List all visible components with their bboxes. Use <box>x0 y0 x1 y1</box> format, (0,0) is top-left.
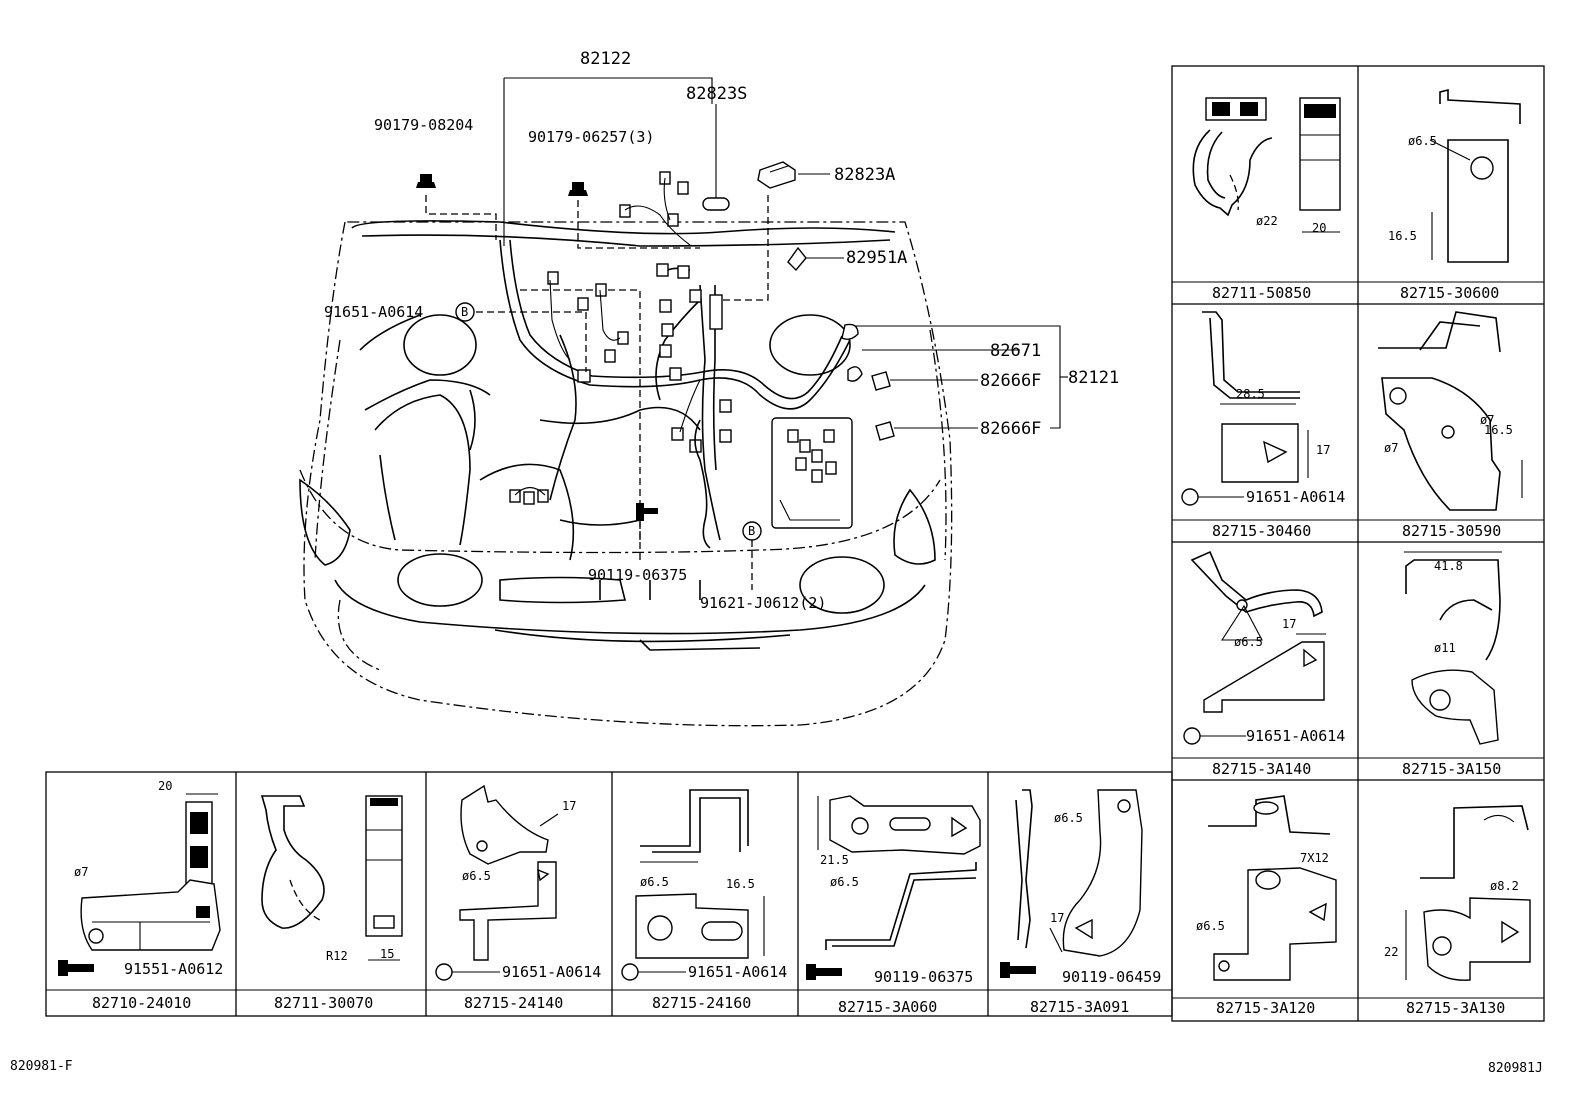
caption-82715-3A060: 82715-3A060 <box>838 998 937 1016</box>
dim-2-0: 28.5 <box>1236 387 1265 401</box>
connector-icons <box>509 171 732 505</box>
caption-82715-30600: 82715-30600 <box>1400 284 1499 302</box>
part-cell-82715-24160: ø6.5 16.5 91651-A0614 82715-24160 <box>621 789 787 1012</box>
dim-7-0: ø8.2 <box>1490 879 1519 893</box>
label-82122: 82122 <box>580 49 631 69</box>
footer-left-code: 820981-F <box>10 1059 73 1074</box>
dim-5-0: 41.8 <box>1434 559 1463 573</box>
caption-82715-3A140: 82715-3A140 <box>1212 760 1311 778</box>
caption-82711-30070: 82711-30070 <box>274 994 373 1012</box>
dim-b0-1: ø7 <box>74 865 88 879</box>
fastener-82710-24010: 91551-A0612 <box>124 960 223 978</box>
label-82951A: 82951A <box>846 248 907 268</box>
dim-b3-0: ø6.5 <box>640 875 669 889</box>
fastener-82715-24160: 91651-A0614 <box>688 963 787 981</box>
label-82823S: 82823S <box>686 84 747 104</box>
part-cell-82715-30600: ø6.5 16.5 82715-30600 <box>1388 88 1521 302</box>
label-82666F-lower: 82666F <box>980 419 1041 439</box>
main-labels: 82122 82823S 90179-08204 90179-06257(3) … <box>324 49 1119 612</box>
dim-7-1: 22 <box>1384 945 1398 959</box>
part-cell-82715-24140: 17 ø6.5 91651-A0614 82715-24140 <box>435 784 601 1012</box>
caption-82715-3A130: 82715-3A130 <box>1406 999 1505 1017</box>
part-cell-82715-3A060: 21.5 ø6.5 90119-06375 82715-3A060 <box>806 795 981 1016</box>
fastener-82715-24140: 91651-A0614 <box>502 963 601 981</box>
caption-82715-3A120: 82715-3A120 <box>1216 999 1315 1017</box>
dim-b2-0: 17 <box>562 799 576 813</box>
marker-b-left: B <box>461 305 468 319</box>
dim-b2-1: ø6.5 <box>462 869 491 883</box>
marker-b-right: B <box>748 524 755 538</box>
dim-3-0: ø7 <box>1480 413 1494 427</box>
label-90179-08204: 90179-08204 <box>374 116 473 134</box>
part-cell-82715-3A150: 41.8 ø11 82715-3A150 <box>1402 551 1502 778</box>
caption-82715-24140: 82715-24140 <box>464 994 563 1012</box>
label-82823A: 82823A <box>834 165 895 185</box>
dim-4-0: ø6.5 <box>1234 635 1263 649</box>
right-parts-grid <box>1171 65 1545 1022</box>
dim-5-1: ø11 <box>1434 641 1456 655</box>
dim-0-0: ø22 <box>1256 214 1278 228</box>
label-90119-06375-main: 90119-06375 <box>588 566 687 584</box>
dim-1-0: ø6.5 <box>1408 134 1437 148</box>
dim-3-1: ø7 <box>1384 441 1398 455</box>
dim-0-1: 20 <box>1312 221 1326 235</box>
part-cell-82715-3A120: 7X12 ø6.5 82715-3A120 <box>1196 795 1337 1017</box>
fastener-82715-3A060: 90119-06375 <box>874 968 973 986</box>
fastener-82715-3A140: 91651-A0614 <box>1246 727 1345 745</box>
fastener-82715-30460: 91651-A0614 <box>1246 488 1345 506</box>
label-82121: 82121 <box>1068 368 1119 388</box>
dim-b1-0: R12 <box>326 949 348 963</box>
dim-b5-1: 17 <box>1050 911 1064 925</box>
caption-82715-30460: 82715-30460 <box>1212 522 1311 540</box>
part-cell-82710-24010: 20 ø7 91551-A0612 82710-24010 <box>58 779 223 1012</box>
dim-6-1: ø6.5 <box>1196 919 1225 933</box>
dim-b0-0: 20 <box>158 779 172 793</box>
part-cell-82715-30460: 28.5 17 91651-A0614 82715-30460 <box>1181 311 1345 540</box>
dim-3-2: 16.5 <box>1484 423 1513 437</box>
caption-82710-24010: 82710-24010 <box>92 994 191 1012</box>
dim-b4-0: 21.5 <box>820 853 849 867</box>
label-82666F-upper: 82666F <box>980 371 1041 391</box>
label-91621-J0612: 91621-J0612(2) <box>700 594 826 612</box>
caption-82715-30590: 82715-30590 <box>1402 522 1501 540</box>
relay-cluster-icon <box>787 429 837 483</box>
label-82671: 82671 <box>990 341 1041 361</box>
caption-82715-3A150: 82715-3A150 <box>1402 760 1501 778</box>
part-cell-82711-30070: R12 15 82711-30070 <box>260 795 403 1012</box>
caption-82715-3A091: 82715-3A091 <box>1030 998 1129 1016</box>
dim-2-1: 17 <box>1316 443 1330 457</box>
dim-b3-1: 16.5 <box>726 877 755 891</box>
dim-b4-1: ø6.5 <box>830 875 859 889</box>
footer-right-code: 820981J <box>1488 1061 1543 1076</box>
part-cell-82715-3A130: ø8.2 22 82715-3A130 <box>1384 805 1531 1017</box>
dim-b5-0: ø6.5 <box>1054 811 1083 825</box>
fastener-82715-3A091: 90119-06459 <box>1062 968 1161 986</box>
label-90179-06257: 90179-06257(3) <box>528 128 654 146</box>
label-91651-A0614-main: 91651-A0614 <box>324 303 423 321</box>
dim-6-0: 7X12 <box>1300 851 1329 865</box>
part-cell-82711-50850: ø22 20 82711-50850 <box>1192 97 1341 302</box>
caption-82715-24160: 82715-24160 <box>652 994 751 1012</box>
dim-4-1: 17 <box>1282 617 1296 631</box>
dim-b1-1: 15 <box>380 947 394 961</box>
bolt-icons <box>416 174 895 521</box>
caption-82711-50850: 82711-50850 <box>1212 284 1311 302</box>
part-cell-82715-3A140: ø6.5 17 91651-A0614 82715-3A140 <box>1183 550 1345 778</box>
part-cell-82715-30590: ø7 ø7 16.5 82715-30590 <box>1378 311 1523 540</box>
dim-1-1: 16.5 <box>1388 229 1417 243</box>
bottom-parts-row <box>45 771 1173 1017</box>
part-cell-82715-3A091: ø6.5 17 90119-06459 82715-3A091 <box>1000 789 1161 1016</box>
engine-bay-illustration <box>299 77 1068 727</box>
